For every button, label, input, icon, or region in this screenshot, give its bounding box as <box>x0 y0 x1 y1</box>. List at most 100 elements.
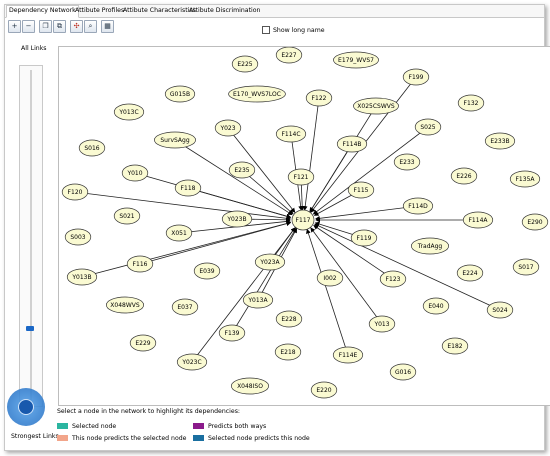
node-ellipse[interactable] <box>105 296 144 314</box>
copy-graph-icon[interactable]: ⧉ <box>53 20 66 33</box>
copy-icon[interactable]: ❐ <box>39 20 52 33</box>
node-ellipse[interactable] <box>305 89 333 107</box>
node-ellipse[interactable] <box>113 103 145 121</box>
node-E228[interactable]: E228 <box>275 310 303 328</box>
node-ellipse[interactable] <box>393 153 421 171</box>
node-F114E[interactable]: F114E <box>332 346 364 364</box>
node-ellipse[interactable] <box>129 334 157 352</box>
node-ellipse[interactable] <box>274 343 302 361</box>
node-ellipse[interactable] <box>457 94 485 112</box>
node-ellipse[interactable] <box>512 258 540 276</box>
node-E040[interactable]: E040 <box>422 297 450 315</box>
node-ellipse[interactable] <box>287 168 315 186</box>
node-E227[interactable]: E227 <box>275 46 303 64</box>
node-F122[interactable]: F122 <box>305 89 333 107</box>
node-Y023[interactable]: Y023 <box>214 119 242 137</box>
node-F132[interactable]: F132 <box>457 94 485 112</box>
node-ellipse[interactable] <box>389 363 417 381</box>
node-F118[interactable]: F118 <box>174 179 202 197</box>
node-ellipse[interactable] <box>126 255 154 273</box>
node-ellipse[interactable] <box>456 264 484 282</box>
node-S003[interactable]: S003 <box>64 228 92 246</box>
node-ellipse[interactable] <box>441 337 469 355</box>
node-Y023B[interactable]: Y023B <box>221 210 253 228</box>
node-ellipse[interactable] <box>78 139 106 157</box>
node-ellipse[interactable] <box>379 270 407 288</box>
node-ellipse[interactable] <box>368 315 396 333</box>
node-ellipse[interactable] <box>316 269 344 287</box>
show-long-name-checkbox[interactable]: Show long name <box>262 26 325 35</box>
node-ellipse[interactable] <box>61 183 89 201</box>
node-S016[interactable]: S016 <box>78 139 106 157</box>
node-ellipse[interactable] <box>350 229 378 247</box>
node-ellipse[interactable] <box>165 224 193 242</box>
slider-thumb[interactable] <box>18 399 34 415</box>
layout-icon[interactable]: ✣ <box>70 20 83 33</box>
node-ellipse[interactable] <box>164 85 196 103</box>
find-node-icon[interactable]: ⌕ <box>84 20 97 33</box>
node-ellipse[interactable] <box>66 268 98 286</box>
node-ellipse[interactable] <box>310 381 338 399</box>
node-F135A[interactable]: F135A <box>509 170 541 188</box>
tab-dependency-network[interactable]: Dependency Network <box>6 5 79 18</box>
node-E039[interactable]: E039 <box>193 262 221 280</box>
node-G016[interactable]: G016 <box>389 363 417 381</box>
node-ellipse[interactable] <box>174 179 202 197</box>
node-ellipse[interactable] <box>402 197 434 215</box>
node-F114A[interactable]: F114A <box>462 211 494 229</box>
node-ellipse[interactable] <box>121 164 149 182</box>
node-E170[interactable]: E170_WVS7LOC <box>228 85 286 103</box>
node-ellipse[interactable] <box>113 207 141 225</box>
node-F139[interactable]: F139 <box>218 324 246 342</box>
node-E290[interactable]: E290 <box>521 213 549 231</box>
node-X048WVS[interactable]: X048WVS <box>105 296 144 314</box>
tab-attribute-characteristics[interactable]: Attibute Characteristics <box>123 7 197 14</box>
zoom-out-icon[interactable]: − <box>22 20 35 33</box>
node-ellipse[interactable] <box>450 167 478 185</box>
node-E224[interactable]: E224 <box>456 264 484 282</box>
node-ellipse[interactable] <box>221 210 253 228</box>
node-F114C[interactable]: F114C <box>275 125 307 143</box>
node-S025[interactable]: S025 <box>414 118 442 136</box>
node-ellipse[interactable] <box>242 291 274 309</box>
node-ellipse[interactable] <box>462 211 494 229</box>
node-X025CSWVS[interactable]: X025CSWVS <box>353 97 399 115</box>
node-ellipse[interactable] <box>228 161 256 179</box>
node-ellipse[interactable] <box>484 132 516 150</box>
link-strength-slider[interactable] <box>19 65 43 407</box>
node-Y013[interactable]: Y013 <box>368 315 396 333</box>
node-ellipse[interactable] <box>176 353 208 371</box>
node-E233B[interactable]: E233B <box>484 132 516 150</box>
node-E225[interactable]: E225 <box>231 55 259 73</box>
node-TradAgg[interactable]: TradAgg <box>411 237 450 255</box>
node-ellipse[interactable] <box>231 377 270 395</box>
node-ellipse[interactable] <box>214 119 242 137</box>
node-ellipse[interactable] <box>154 131 196 149</box>
node-ellipse[interactable] <box>193 262 221 280</box>
node-ellipse[interactable] <box>509 170 541 188</box>
node-Y023A[interactable]: Y023A <box>254 253 286 271</box>
node-Y013B[interactable]: Y013B <box>66 268 98 286</box>
node-ellipse[interactable] <box>275 46 303 64</box>
node-ellipse[interactable] <box>275 310 303 328</box>
node-Y013C[interactable]: Y013C <box>113 103 145 121</box>
node-E229[interactable]: E229 <box>129 334 157 352</box>
node-F123[interactable]: F123 <box>379 270 407 288</box>
tab-attribute-profiles[interactable]: Attibute Profiles <box>75 7 125 14</box>
node-F120[interactable]: F120 <box>61 183 89 201</box>
help-icon[interactable]: ▦ <box>101 20 114 33</box>
node-G015B[interactable]: G015B <box>164 85 196 103</box>
node-E220[interactable]: E220 <box>310 381 338 399</box>
tab-attribute-discrimination[interactable]: Attibute Discrimination <box>189 7 261 14</box>
node-ellipse[interactable] <box>275 125 307 143</box>
node-ellipse[interactable] <box>414 118 442 136</box>
node-ellipse[interactable] <box>402 68 430 86</box>
node-ellipse[interactable] <box>291 209 315 231</box>
node-Y023C[interactable]: Y023C <box>176 353 208 371</box>
node-X051[interactable]: X051 <box>165 224 193 242</box>
node-ellipse[interactable] <box>422 297 450 315</box>
node-ellipse[interactable] <box>254 253 286 271</box>
node-SurvSAgg[interactable]: SurvSAgg <box>154 131 196 149</box>
